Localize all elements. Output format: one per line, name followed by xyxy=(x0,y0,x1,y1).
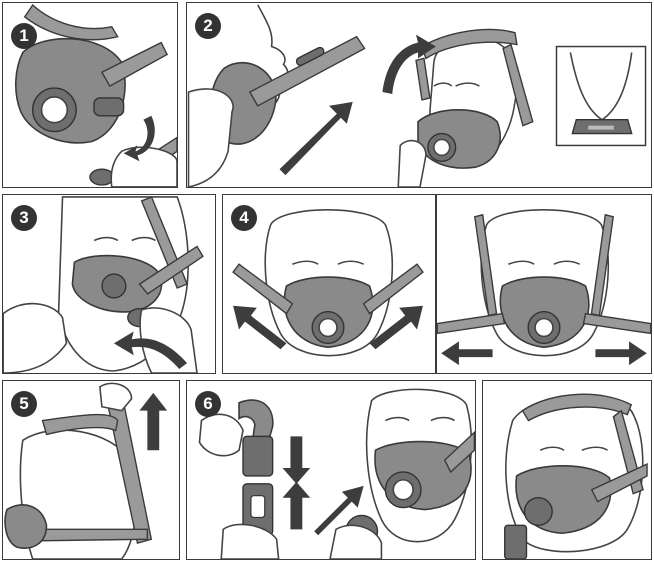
step-5-panel: 5 xyxy=(2,380,180,560)
step-3-panel: 3 xyxy=(2,194,216,374)
step-6-panel: 6 xyxy=(186,380,476,560)
step-4b-panel xyxy=(436,194,652,374)
step-6-badge: 6 xyxy=(195,391,221,417)
step-2-badge: 2 xyxy=(195,13,221,39)
final-result-illustration xyxy=(483,381,651,559)
elbow-icon xyxy=(239,400,273,440)
step-6-illustration xyxy=(187,381,475,559)
step-2-panel: 2 xyxy=(186,2,652,188)
step-4a-panel: 4 xyxy=(222,194,436,374)
step-4b-illustration xyxy=(437,195,651,373)
final-result-panel xyxy=(482,380,652,560)
step-3-badge: 3 xyxy=(11,205,37,231)
step-1-badge: 1 xyxy=(11,23,37,49)
mask-icon xyxy=(16,39,125,143)
step-2-illustration xyxy=(187,3,651,187)
step-5-badge: 5 xyxy=(11,391,37,417)
step-1-panel: 1 xyxy=(2,2,178,188)
step-4-badge: 4 xyxy=(231,205,257,231)
